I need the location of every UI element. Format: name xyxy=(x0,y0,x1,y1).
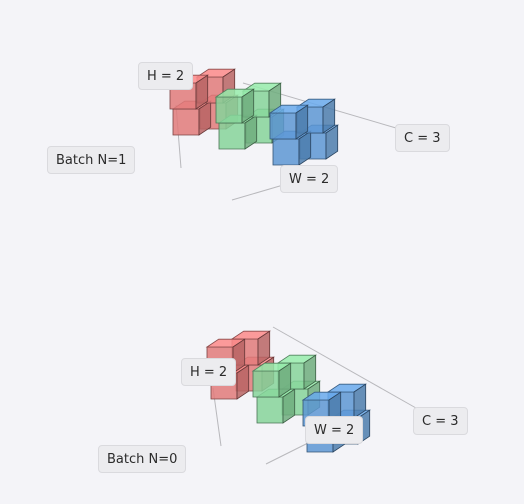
cube-front-face xyxy=(252,370,280,398)
top-height-label: H = 2 xyxy=(138,62,194,90)
cube-side-face xyxy=(322,98,336,134)
cube-side-face xyxy=(278,362,292,398)
bottom-width-axis-line xyxy=(265,440,313,465)
top-width-label: W = 2 xyxy=(280,165,339,193)
cube-front-face xyxy=(172,108,200,136)
cube-side-face xyxy=(325,124,339,160)
batch-1-channel-3-cell-h0-w0 xyxy=(268,104,310,140)
cube-side-face xyxy=(195,74,209,110)
cube-front-face xyxy=(215,96,243,124)
cube-front-face xyxy=(218,122,246,150)
top-batch-label: Batch N=1 xyxy=(47,146,136,174)
cube-side-face xyxy=(236,364,250,400)
cube-side-face xyxy=(198,100,212,136)
batch-1-cubes xyxy=(168,68,340,166)
cube-side-face xyxy=(298,130,312,166)
cube-side-face xyxy=(257,330,271,366)
cube-side-face xyxy=(295,104,309,140)
cube-front-face xyxy=(269,112,297,140)
cube-side-face xyxy=(353,383,367,419)
top-channel-label: C = 3 xyxy=(395,124,450,152)
cube-front-face xyxy=(272,138,300,166)
cube-front-face xyxy=(256,396,284,424)
bottom-batch-label: Batch N=0 xyxy=(98,445,187,473)
cube-side-face xyxy=(244,114,258,150)
batch-0-channel-2-cell-h0-w0 xyxy=(251,362,293,398)
bottom-width-label: W = 2 xyxy=(305,416,364,444)
cube-side-face xyxy=(303,354,317,390)
bottom-channel-axis-line xyxy=(272,326,417,409)
cube-side-face xyxy=(282,388,296,424)
bottom-height-label: H = 2 xyxy=(181,358,237,386)
batch-1-channel-2-cell-h0-w0 xyxy=(214,88,256,124)
cube-side-face xyxy=(241,88,255,124)
bottom-channel-label: C = 3 xyxy=(413,407,468,435)
